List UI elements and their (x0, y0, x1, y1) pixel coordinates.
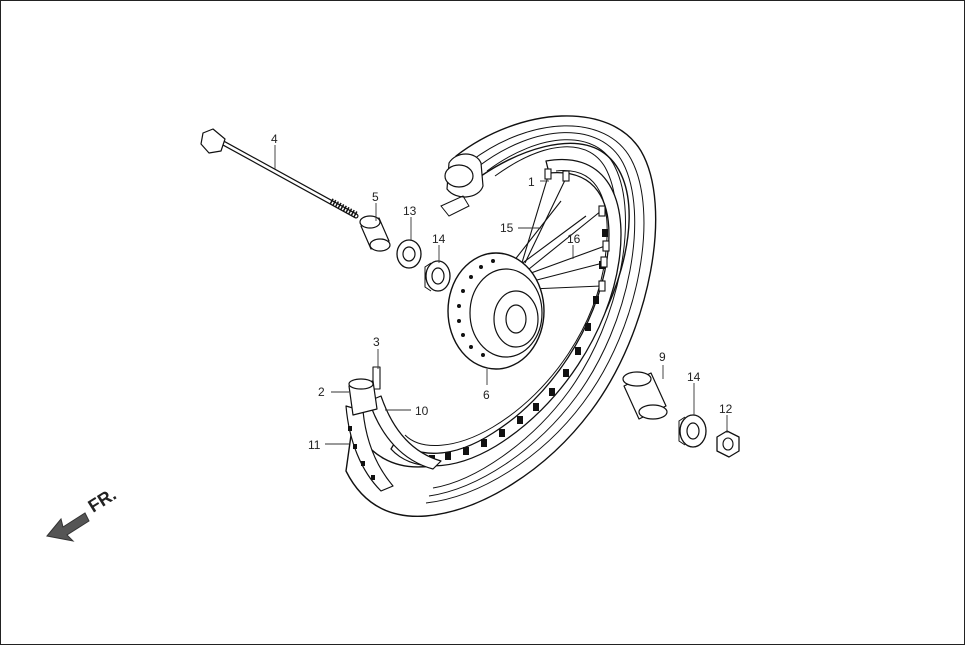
callout-14-left: 14 (432, 232, 446, 246)
axle-collar (359, 215, 391, 252)
callout-3: 3 (373, 335, 380, 349)
callout-2: 2 (318, 385, 325, 399)
front-direction-arrow-icon (46, 512, 90, 542)
hub (447, 252, 545, 370)
callout-numbers: 4 5 13 14 1 15 16 6 3 2 10 11 9 14 12 (271, 132, 733, 452)
callout-11: 11 (308, 438, 321, 452)
front-direction-indicator: FR. (46, 484, 120, 542)
front-direction-label: FR. (85, 484, 120, 516)
axle (200, 128, 359, 219)
callout-12: 12 (719, 402, 733, 416)
callout-15: 15 (500, 221, 514, 235)
bearing-right (678, 414, 707, 448)
dust-seal (396, 239, 422, 269)
axle-nut (716, 430, 740, 458)
callout-6: 6 (483, 388, 490, 402)
callout-4: 4 (271, 132, 278, 146)
distance-collar (622, 371, 668, 420)
callout-1: 1 (528, 175, 535, 189)
leader-lines (274, 145, 728, 445)
callout-5: 5 (372, 190, 379, 204)
callout-10: 10 (415, 404, 429, 418)
front-wheel-assembly (345, 115, 657, 518)
callout-13: 13 (403, 204, 417, 218)
callout-9: 9 (659, 350, 666, 364)
bearing-left (424, 260, 451, 292)
tube-and-rim-band (345, 366, 442, 492)
callout-14-right: 14 (687, 370, 701, 384)
callout-16: 16 (567, 232, 581, 246)
